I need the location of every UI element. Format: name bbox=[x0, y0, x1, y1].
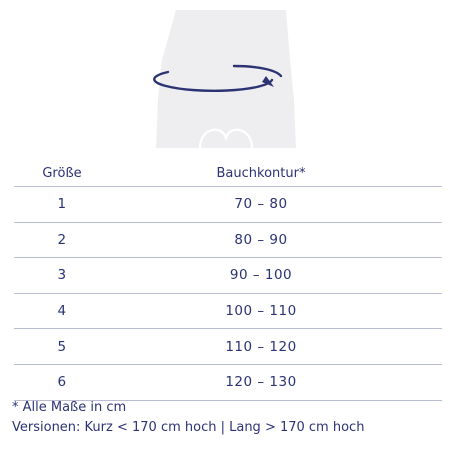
table-row: 4 100 – 110 bbox=[14, 293, 442, 330]
header-waist: Bauchkontur* bbox=[110, 160, 442, 187]
waist-cell: 90 – 100 bbox=[110, 257, 442, 294]
size-cell: 1 bbox=[14, 186, 110, 223]
waist-cell: 70 – 80 bbox=[110, 186, 442, 223]
size-chart-table: Größe Bauchkontur* 1 70 – 80 2 80 – 90 3… bbox=[14, 160, 442, 401]
table-row: 5 110 – 120 bbox=[14, 328, 442, 365]
table-header-row: Größe Bauchkontur* bbox=[14, 160, 442, 187]
size-cell: 2 bbox=[14, 222, 110, 259]
measure-note: * Alle Maße in cm bbox=[12, 400, 127, 415]
waist-circumference-arrow-icon bbox=[153, 64, 283, 92]
waist-measurement-illustration bbox=[153, 10, 296, 149]
footnotes: * Alle Maße in cm Versionen: Kurz < 170 … bbox=[12, 398, 364, 438]
waist-cell: 100 – 110 bbox=[110, 293, 442, 330]
header-size: Größe bbox=[14, 160, 110, 187]
waist-cell: 80 – 90 bbox=[110, 222, 442, 259]
waist-cell: 110 – 120 bbox=[110, 328, 442, 365]
torso-silhouette bbox=[156, 10, 296, 149]
size-cell: 5 bbox=[14, 328, 110, 365]
table-row: 1 70 – 80 bbox=[14, 186, 442, 223]
versions-note: Versionen: Kurz < 170 cm hoch | Lang > 1… bbox=[12, 420, 365, 435]
waist-cell: 120 – 130 bbox=[110, 364, 442, 401]
size-cell: 6 bbox=[14, 364, 110, 401]
size-cell: 4 bbox=[14, 293, 110, 330]
table-row: 6 120 – 130 bbox=[14, 364, 442, 401]
size-cell: 3 bbox=[14, 257, 110, 294]
table-row: 3 90 – 100 bbox=[14, 257, 442, 294]
table-row: 2 80 – 90 bbox=[14, 222, 442, 259]
